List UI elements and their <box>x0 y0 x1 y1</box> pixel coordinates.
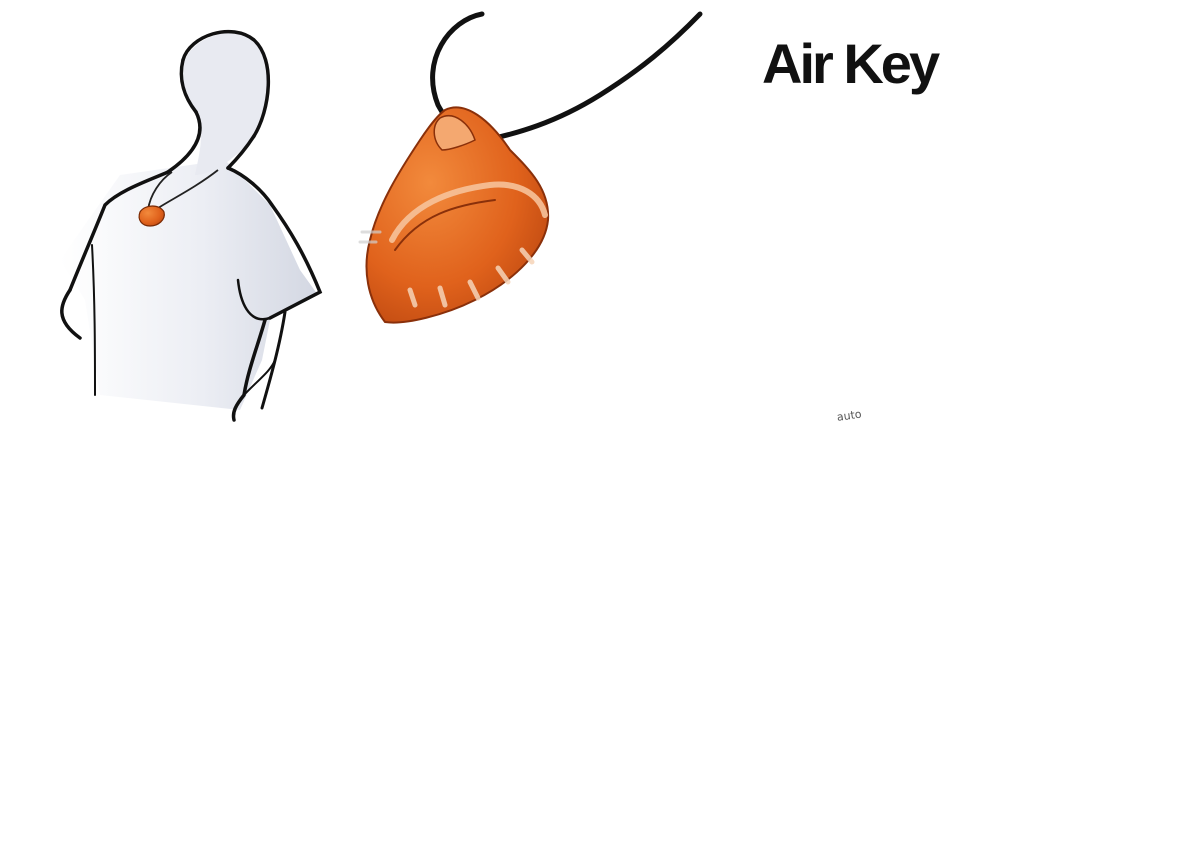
page-title: Air Key <box>762 32 940 95</box>
pendant-closeup-sketch <box>358 11 703 324</box>
small-pendant-icon <box>138 205 165 227</box>
person-pendant-sketch <box>60 29 323 422</box>
